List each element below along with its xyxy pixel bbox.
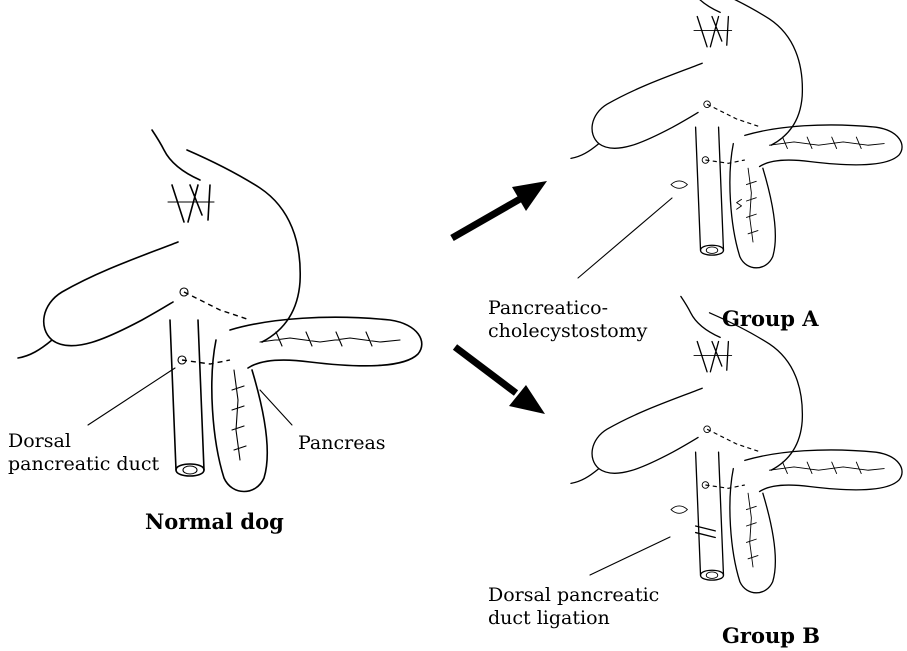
anastomosis-label-line1: Pancreatico- [488, 297, 647, 320]
group-b-title: Group B [722, 624, 820, 647]
group-a-title: Group A [722, 307, 819, 330]
leader-ligation [590, 537, 670, 575]
leader-anastomosis [578, 198, 672, 278]
pancreas-label: Pancreas [298, 432, 386, 455]
dorsal-duct-label-line1: Dorsal [8, 430, 159, 453]
anastomosis-site [671, 181, 687, 188]
anastomosis-label: Pancreatico- cholecystostomy [488, 297, 647, 343]
arrow-to-group-a [452, 181, 547, 238]
arrow-to-group-b [455, 347, 545, 414]
ligation-label: Dorsal pancreatic duct ligation [488, 584, 659, 630]
dorsal-duct-label-line2: pancreatic duct [8, 453, 159, 476]
dorsal-duct-label: Dorsal pancreatic duct [8, 430, 159, 476]
normal-dog-title: Normal dog [145, 510, 284, 533]
ligation-label-line1: Dorsal pancreatic [488, 584, 659, 607]
anastomosis-label-line2: cholecystostomy [488, 320, 647, 343]
anastomosis-site [671, 506, 687, 513]
ligation-label-line2: duct ligation [488, 607, 659, 630]
leader-dorsal-duct [88, 368, 175, 425]
group-a-diagram [571, 0, 902, 268]
